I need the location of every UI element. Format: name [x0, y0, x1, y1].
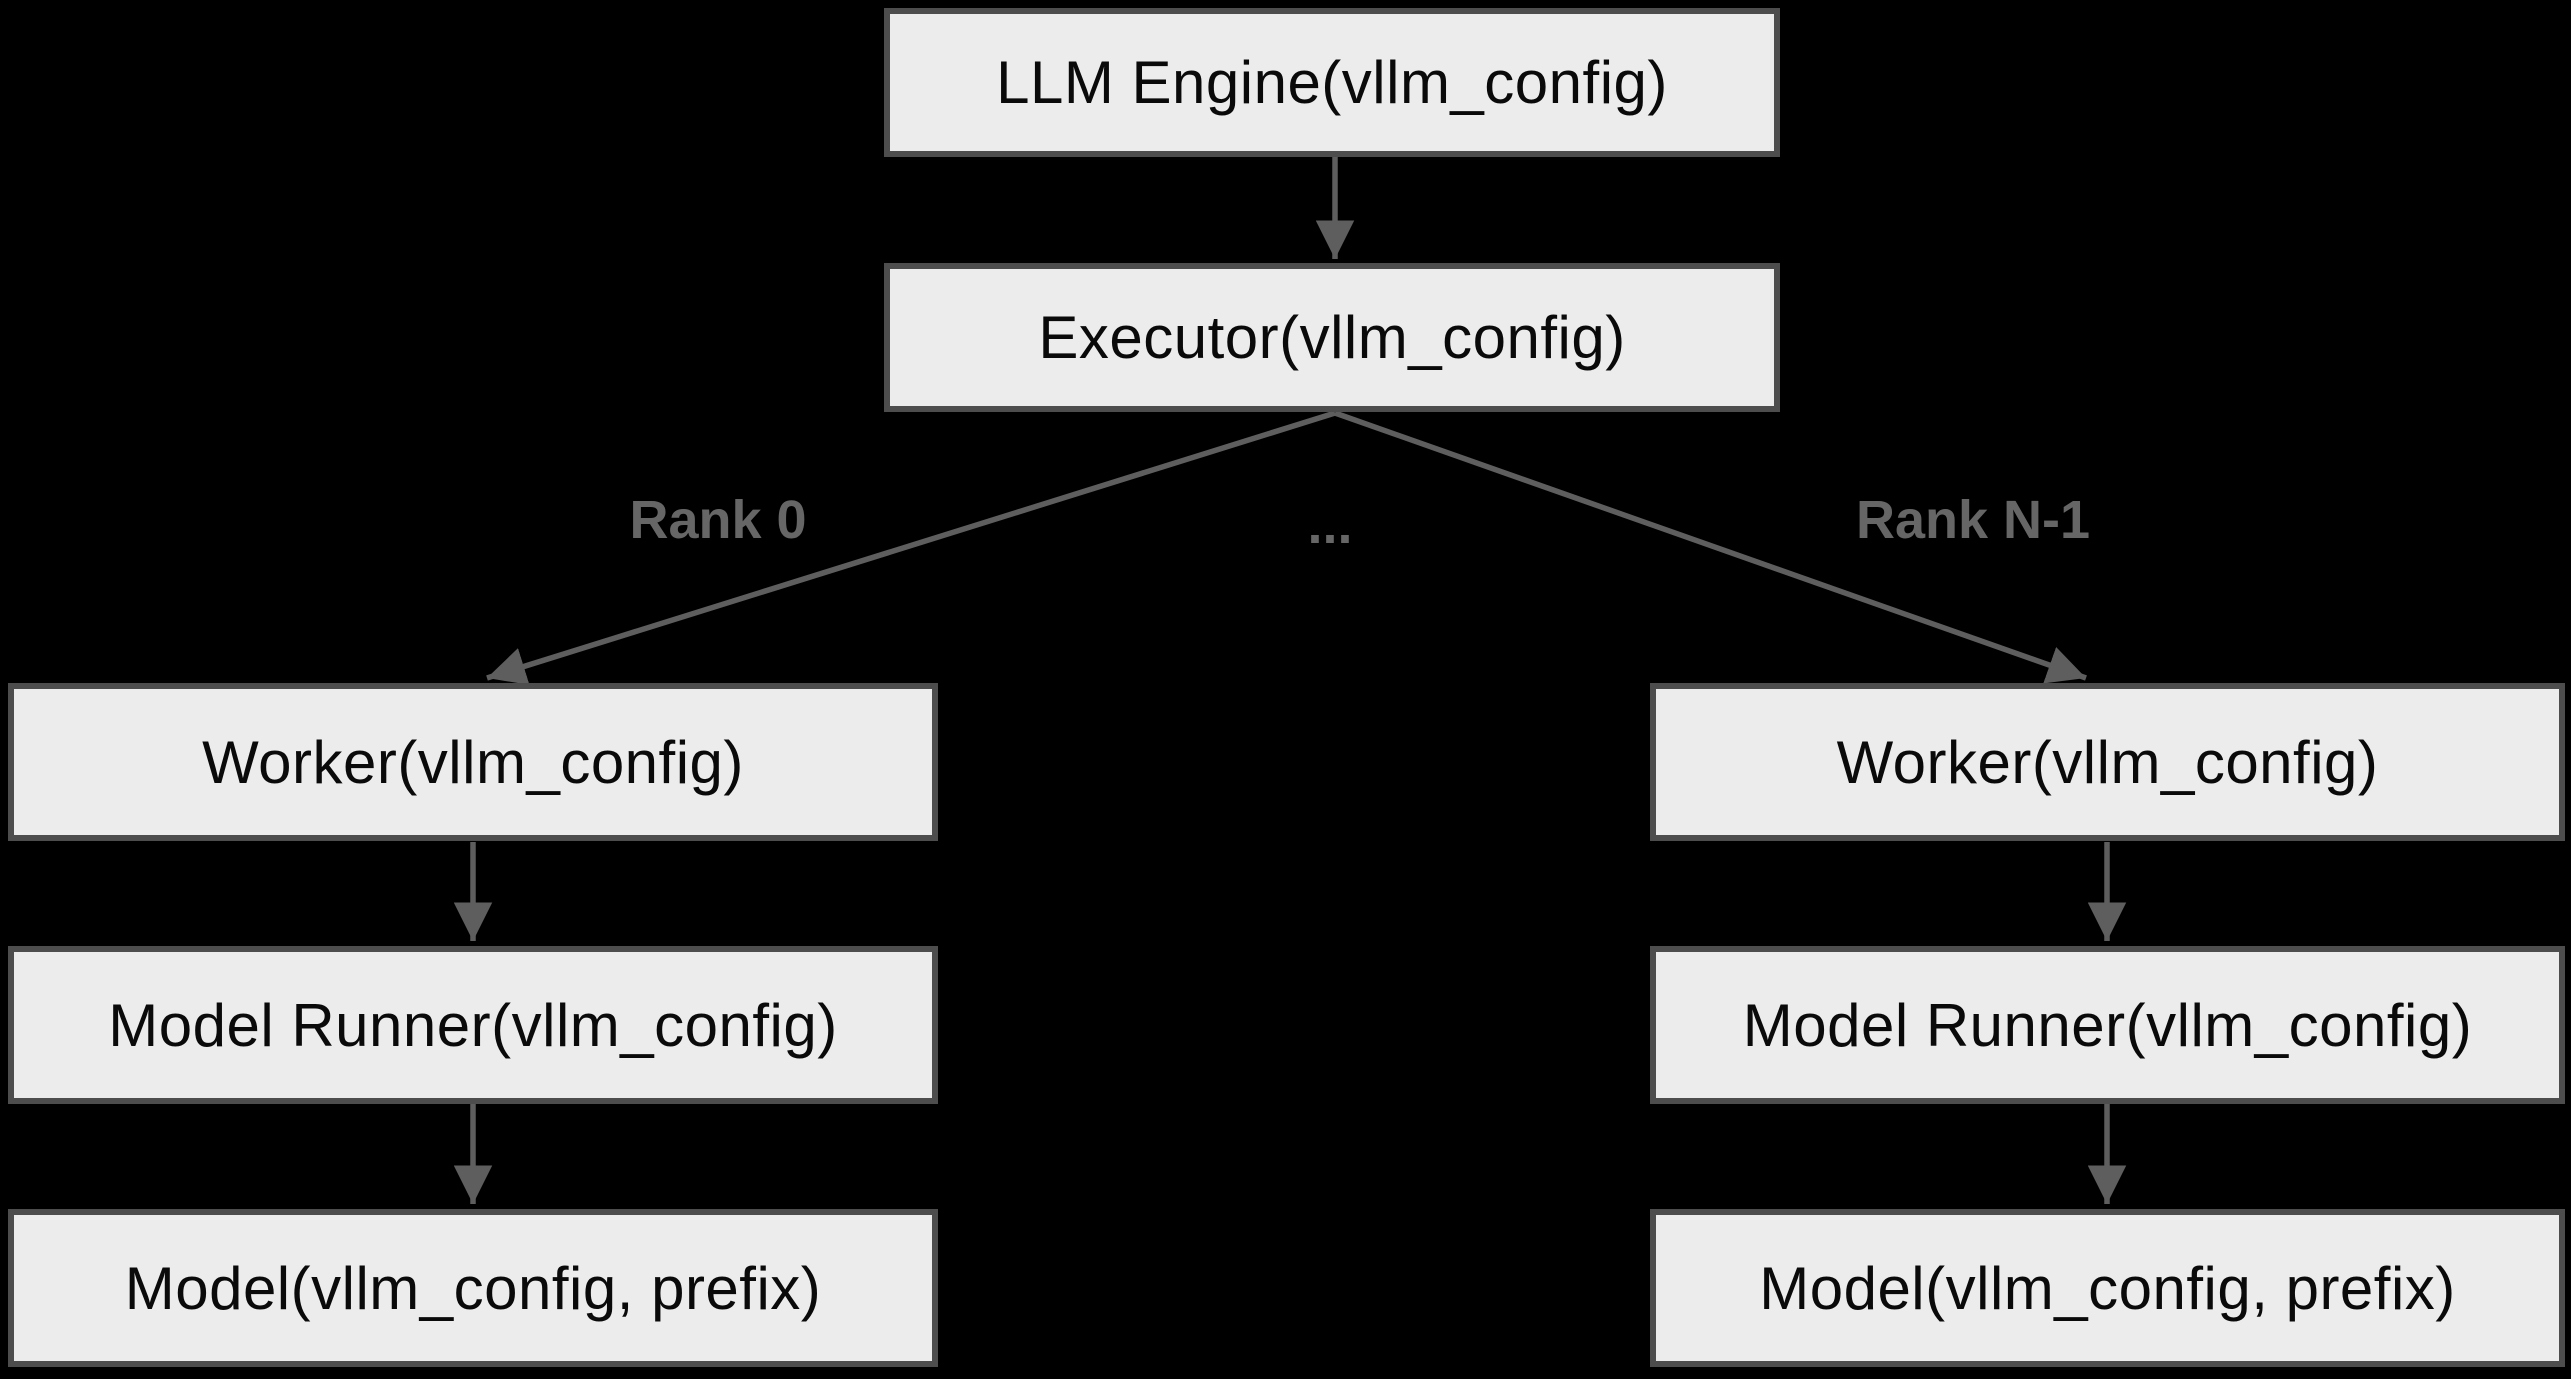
- node-model-runner-right-label: Model Runner(vllm_config): [1742, 991, 2473, 1059]
- edge-executor-to-worker-left: [486, 410, 1336, 685]
- node-executor: Executor(vllm_config): [884, 263, 1780, 412]
- edge-label-rank-n-1: Rank N-1: [1855, 490, 2091, 550]
- node-worker-right: Worker(vllm_config): [1650, 683, 2565, 841]
- node-model-runner-left: Model Runner(vllm_config): [8, 946, 938, 1104]
- node-model-left: Model(vllm_config, prefix): [8, 1209, 938, 1367]
- node-worker-right-label: Worker(vllm_config): [1836, 728, 2379, 796]
- edge-executor-to-worker-right: [1334, 410, 2087, 684]
- node-model-runner-left-label: Model Runner(vllm_config): [108, 991, 838, 1059]
- node-model-right-label: Model(vllm_config, prefix): [1759, 1254, 2456, 1322]
- node-worker-left: Worker(vllm_config): [8, 683, 938, 841]
- node-executor-label: Executor(vllm_config): [1038, 304, 1626, 371]
- edge-label-rank-0: Rank 0: [629, 490, 807, 550]
- node-model-left-label: Model(vllm_config, prefix): [124, 1254, 822, 1322]
- edge-label-ellipsis: ...: [1307, 495, 1353, 555]
- node-model-runner-right: Model Runner(vllm_config): [1650, 946, 2565, 1104]
- node-worker-left-label: Worker(vllm_config): [202, 728, 744, 796]
- node-llm-engine-label: LLM Engine(vllm_config): [996, 49, 1668, 116]
- node-llm-engine: LLM Engine(vllm_config): [884, 8, 1780, 157]
- node-model-right: Model(vllm_config, prefix): [1650, 1209, 2565, 1367]
